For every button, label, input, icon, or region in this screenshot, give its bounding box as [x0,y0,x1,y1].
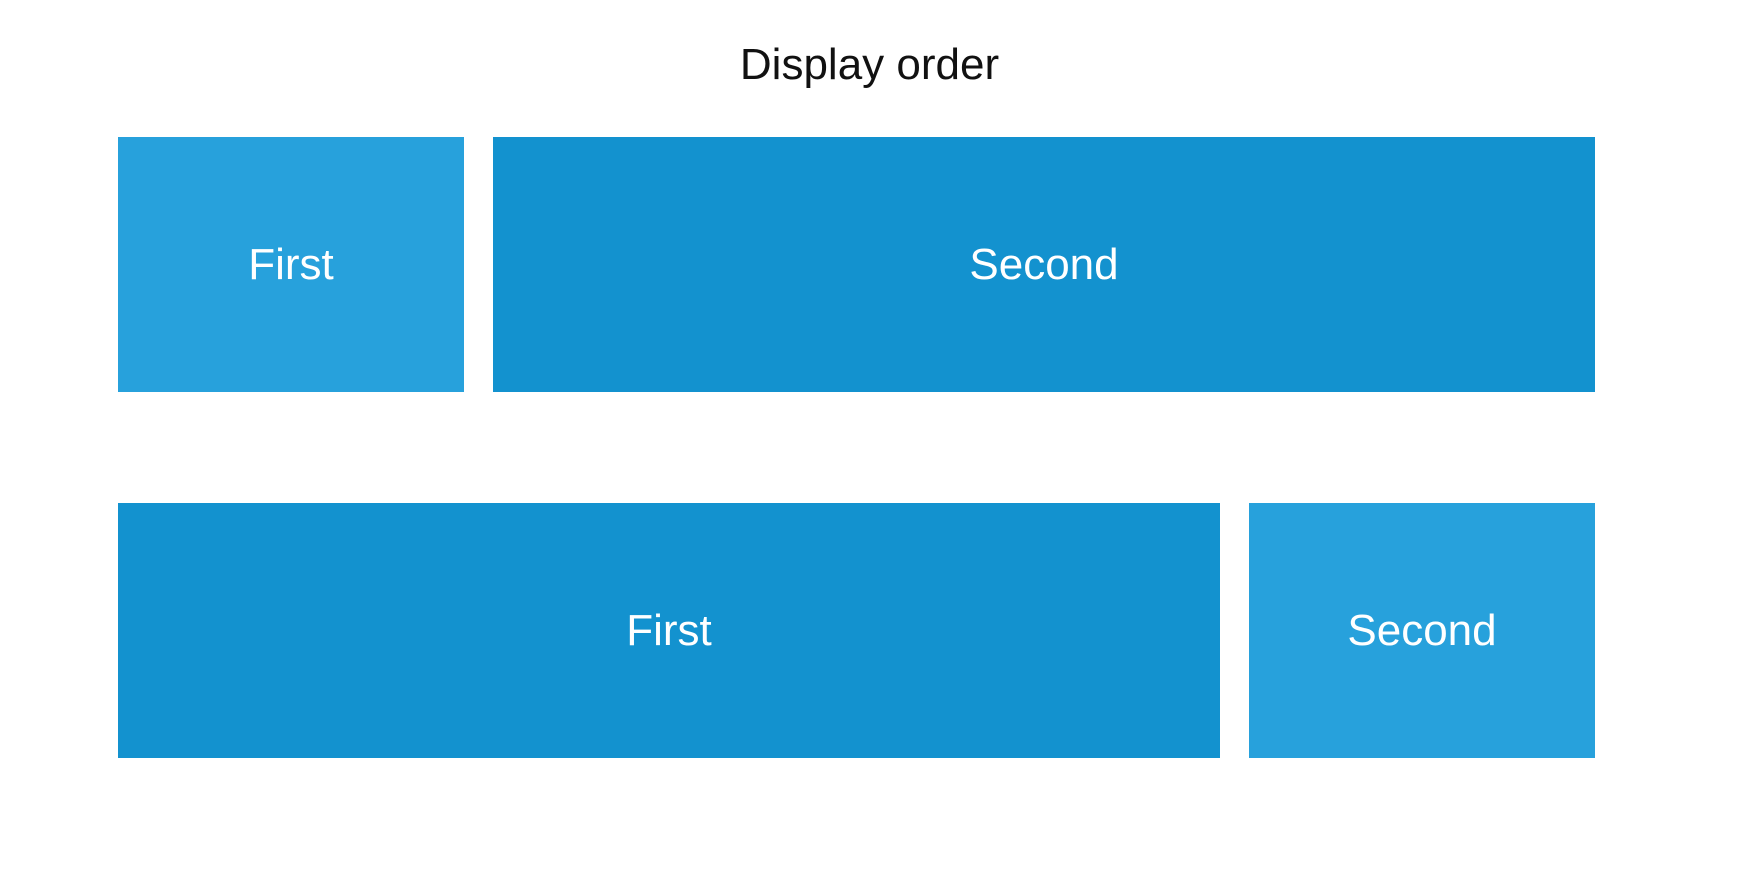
row-1-second-label: Second [969,239,1119,289]
row-1-first-box: First [118,137,464,392]
row-1-first-label: First [248,239,334,289]
row-2-first-box: First [118,503,1220,758]
row-2-second-box: Second [1249,503,1595,758]
diagram-title: Display order [739,40,1000,89]
row-1-second-box: Second [493,137,1595,392]
row-2-second-label: Second [1347,605,1497,655]
row-2-first-label: First [626,605,712,655]
